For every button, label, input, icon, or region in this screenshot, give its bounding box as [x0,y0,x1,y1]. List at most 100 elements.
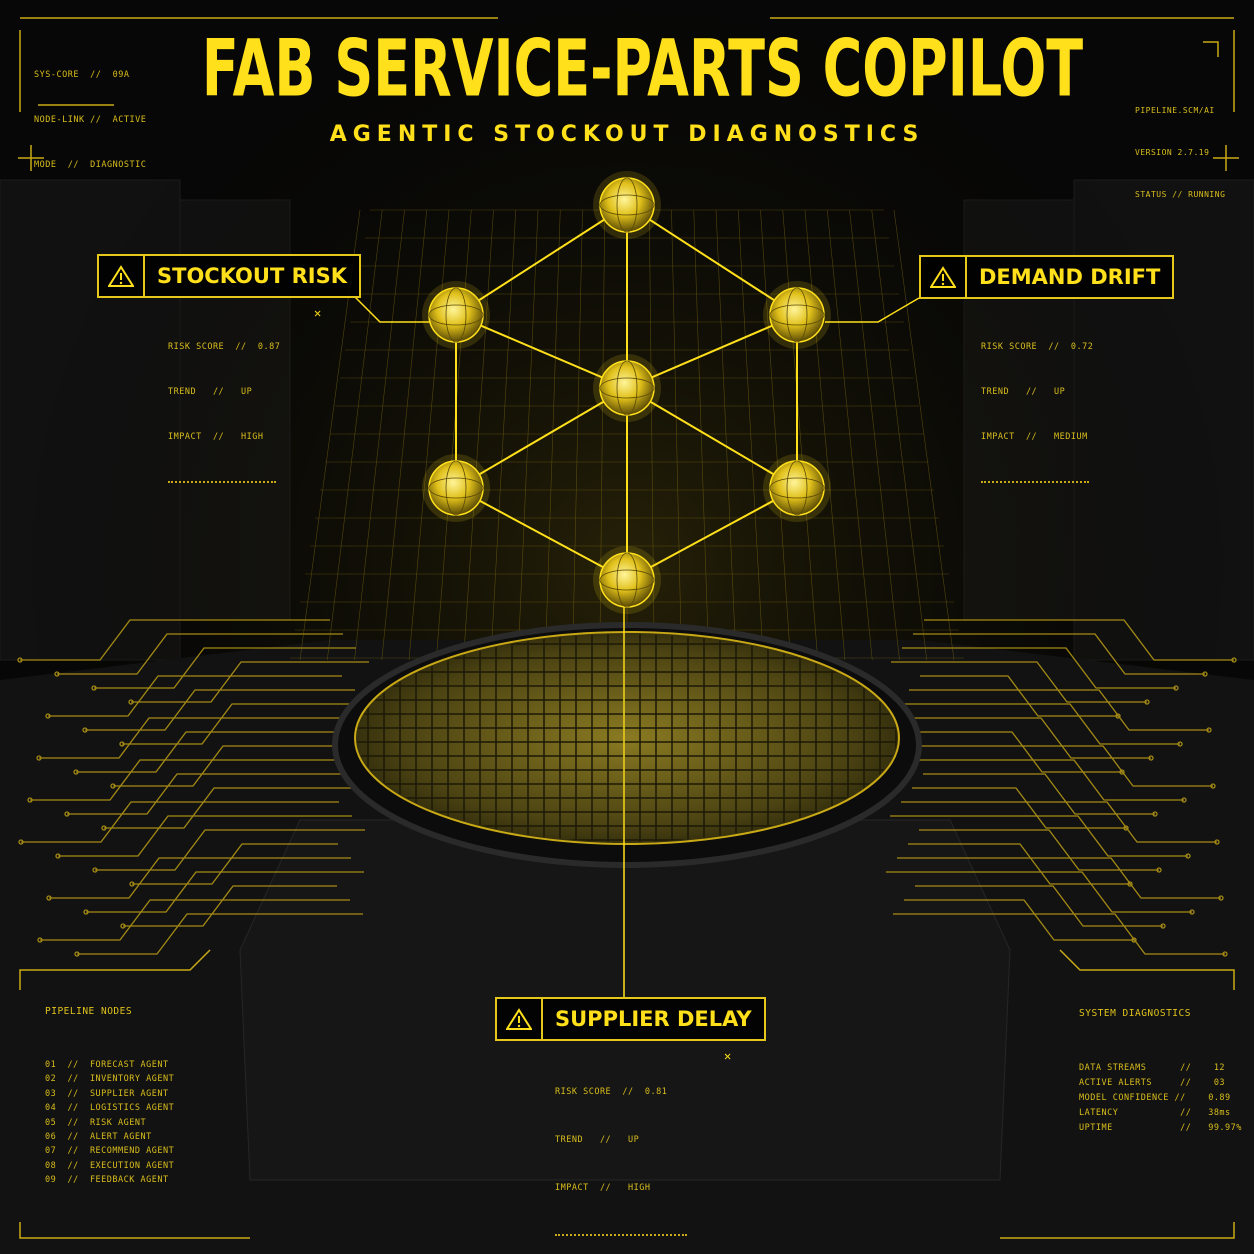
circuit-trace [916,731,1122,773]
graph-edge [626,204,798,316]
supplier-delay-alert[interactable]: SUPPLIER DELAY [495,997,766,1041]
node-mesh [786,287,808,343]
graph-edge [626,387,798,489]
detail-line: IMPACT // HIGH [555,1183,651,1193]
list-item: DATA STREAMS // 12 [1079,1063,1226,1073]
circuit-pad [1119,769,1125,775]
node-mesh [786,460,808,516]
circuit-trace [85,689,355,731]
circuit-pad [1218,895,1224,901]
wafer-die-grid [357,634,897,842]
grid-line [760,209,791,661]
circuit-pad [1156,867,1162,873]
node-mesh [445,287,467,343]
node-mesh [445,460,467,516]
circuit-trace [913,633,1205,675]
system-status-right: PIPELINE.SCM/AI VERSION 2.7.19 STATUS //… [1135,76,1225,216]
node-mesh [599,377,655,399]
node-mesh [428,304,484,326]
agent-node-ll[interactable] [428,460,484,516]
grid-line [671,209,682,661]
circuit-trace [49,857,351,899]
system-status-left: SYS-CORE // 09A NODE-LINK // ACTIVE MODE… [34,38,146,188]
page-subtitle: AGENTIC STOCKOUT DIAGNOSTICS [329,122,925,147]
warning-triangle-icon [99,256,145,296]
circuit-pad [46,895,52,901]
circuit-pad [37,937,43,943]
demand-connector [825,297,920,323]
alert-label: SUPPLIER DELAY [555,1007,752,1031]
stockout-risk-alert[interactable]: STOCKOUT RISK [97,254,361,298]
circuit-trace [894,759,1184,801]
circuit-trace [95,829,365,871]
agent-node-lr[interactable] [769,460,825,516]
circuit-trace [123,885,337,927]
close-icon[interactable]: ✕ [314,306,322,320]
supplier-delay-details: RISK SCORE // 0.81 TREND // UP IMPACT //… [555,1052,687,1252]
circuit-trace [901,801,1217,843]
agent-network-graph [422,171,831,614]
grid-line [544,209,561,661]
grid-line [408,209,450,661]
list-item: ACTIVE ALERTS // 03 [1079,1078,1226,1088]
circuit-trace [94,647,356,689]
circuit-trace [39,717,341,759]
graph-edge [455,204,628,316]
circuit-trace [919,829,1159,871]
circuit-pad [129,881,135,887]
circuit-trace [48,675,342,717]
grid-line [715,209,737,661]
circuit-pad [1231,657,1237,663]
agent-node-top[interactable] [599,177,655,233]
circuit-trace [77,913,363,955]
circuit-pad [91,685,97,691]
node-mesh [616,360,638,416]
circuit-trace [886,871,1192,913]
circuit-trace [122,703,368,745]
circuit-pad [54,671,60,677]
circuit-trace [893,913,1225,955]
divider [555,1234,687,1236]
demand-drift-alert[interactable]: DEMAND DRIFT [919,255,1175,299]
agent-node-ur[interactable] [769,287,825,343]
grid-line [804,209,846,661]
agent-node-ul[interactable] [428,287,484,343]
close-icon[interactable]: ✕ [724,1049,732,1063]
circuit-pad [55,853,61,859]
circuit-trace [131,661,369,703]
list-item: 05 // RISK AGENT [45,1117,147,1128]
circuit-trace [909,689,1209,731]
stockout-risk-details: RISK SCORE // 0.87 TREND // UP IMPACT //… [168,310,280,498]
node-mesh [616,177,638,233]
list-item: 07 // RECOMMEND AGENT [45,1146,175,1157]
circuit-trace [891,661,1147,703]
grid-line [354,209,405,661]
circuit-trace [67,773,353,815]
circuit-trace [40,899,350,941]
grid-line [893,209,955,661]
alert-label: STOCKOUT RISK [157,264,347,288]
circuit-trace [20,619,330,661]
circuit-trace [924,619,1234,661]
detail-line: TREND // UP [981,387,1066,397]
circuit-trace [908,843,1130,885]
circuit-pad [36,755,42,761]
circuit-trace [58,815,352,857]
node-mesh [428,477,484,499]
grid-line [737,209,764,661]
circuit-pad [119,741,125,747]
circuit-trace [898,703,1180,745]
list-item: 04 // LOGISTICS AGENT [45,1103,175,1114]
agent-node-c[interactable] [599,360,655,416]
circuit-trace [30,759,340,801]
circuit-pad [92,867,98,873]
status-line: STATUS // RUNNING [1135,190,1226,199]
status-line: NODE-LINK // ACTIVE [34,115,147,125]
circuit-trace [76,731,354,773]
circuit-trace [920,675,1118,717]
status-line: SYS-CORE // 09A [34,70,130,80]
agent-node-b[interactable] [599,552,655,608]
circuit-pad [17,657,23,663]
graph-edge [455,387,628,489]
